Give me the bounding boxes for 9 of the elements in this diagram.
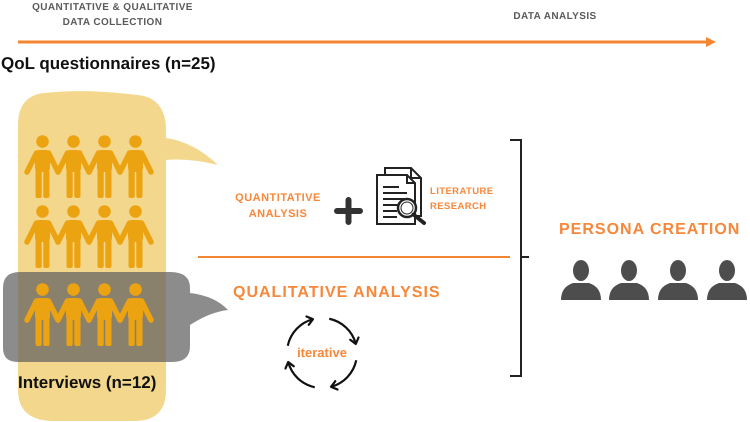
method-heading: QUALITATIVE ANALYSIS bbox=[233, 283, 442, 303]
method-label: LITERATURE RESEARCH bbox=[430, 185, 494, 214]
cycle-label: iterative bbox=[296, 344, 348, 362]
phase-label: DATA ANALYSIS bbox=[512, 10, 598, 24]
method-label: QUANTITATIVE ANALYSIS bbox=[234, 191, 322, 222]
bubble-title: Interviews (n=12) bbox=[18, 372, 158, 394]
phase-label: QUANTITATIVE & QUALITATIVE DATA COLLECTION bbox=[31, 1, 194, 30]
bubble-title: QoL questionnaires (n=25) bbox=[1, 53, 217, 75]
result-heading: PERSONA CREATION bbox=[559, 220, 742, 240]
